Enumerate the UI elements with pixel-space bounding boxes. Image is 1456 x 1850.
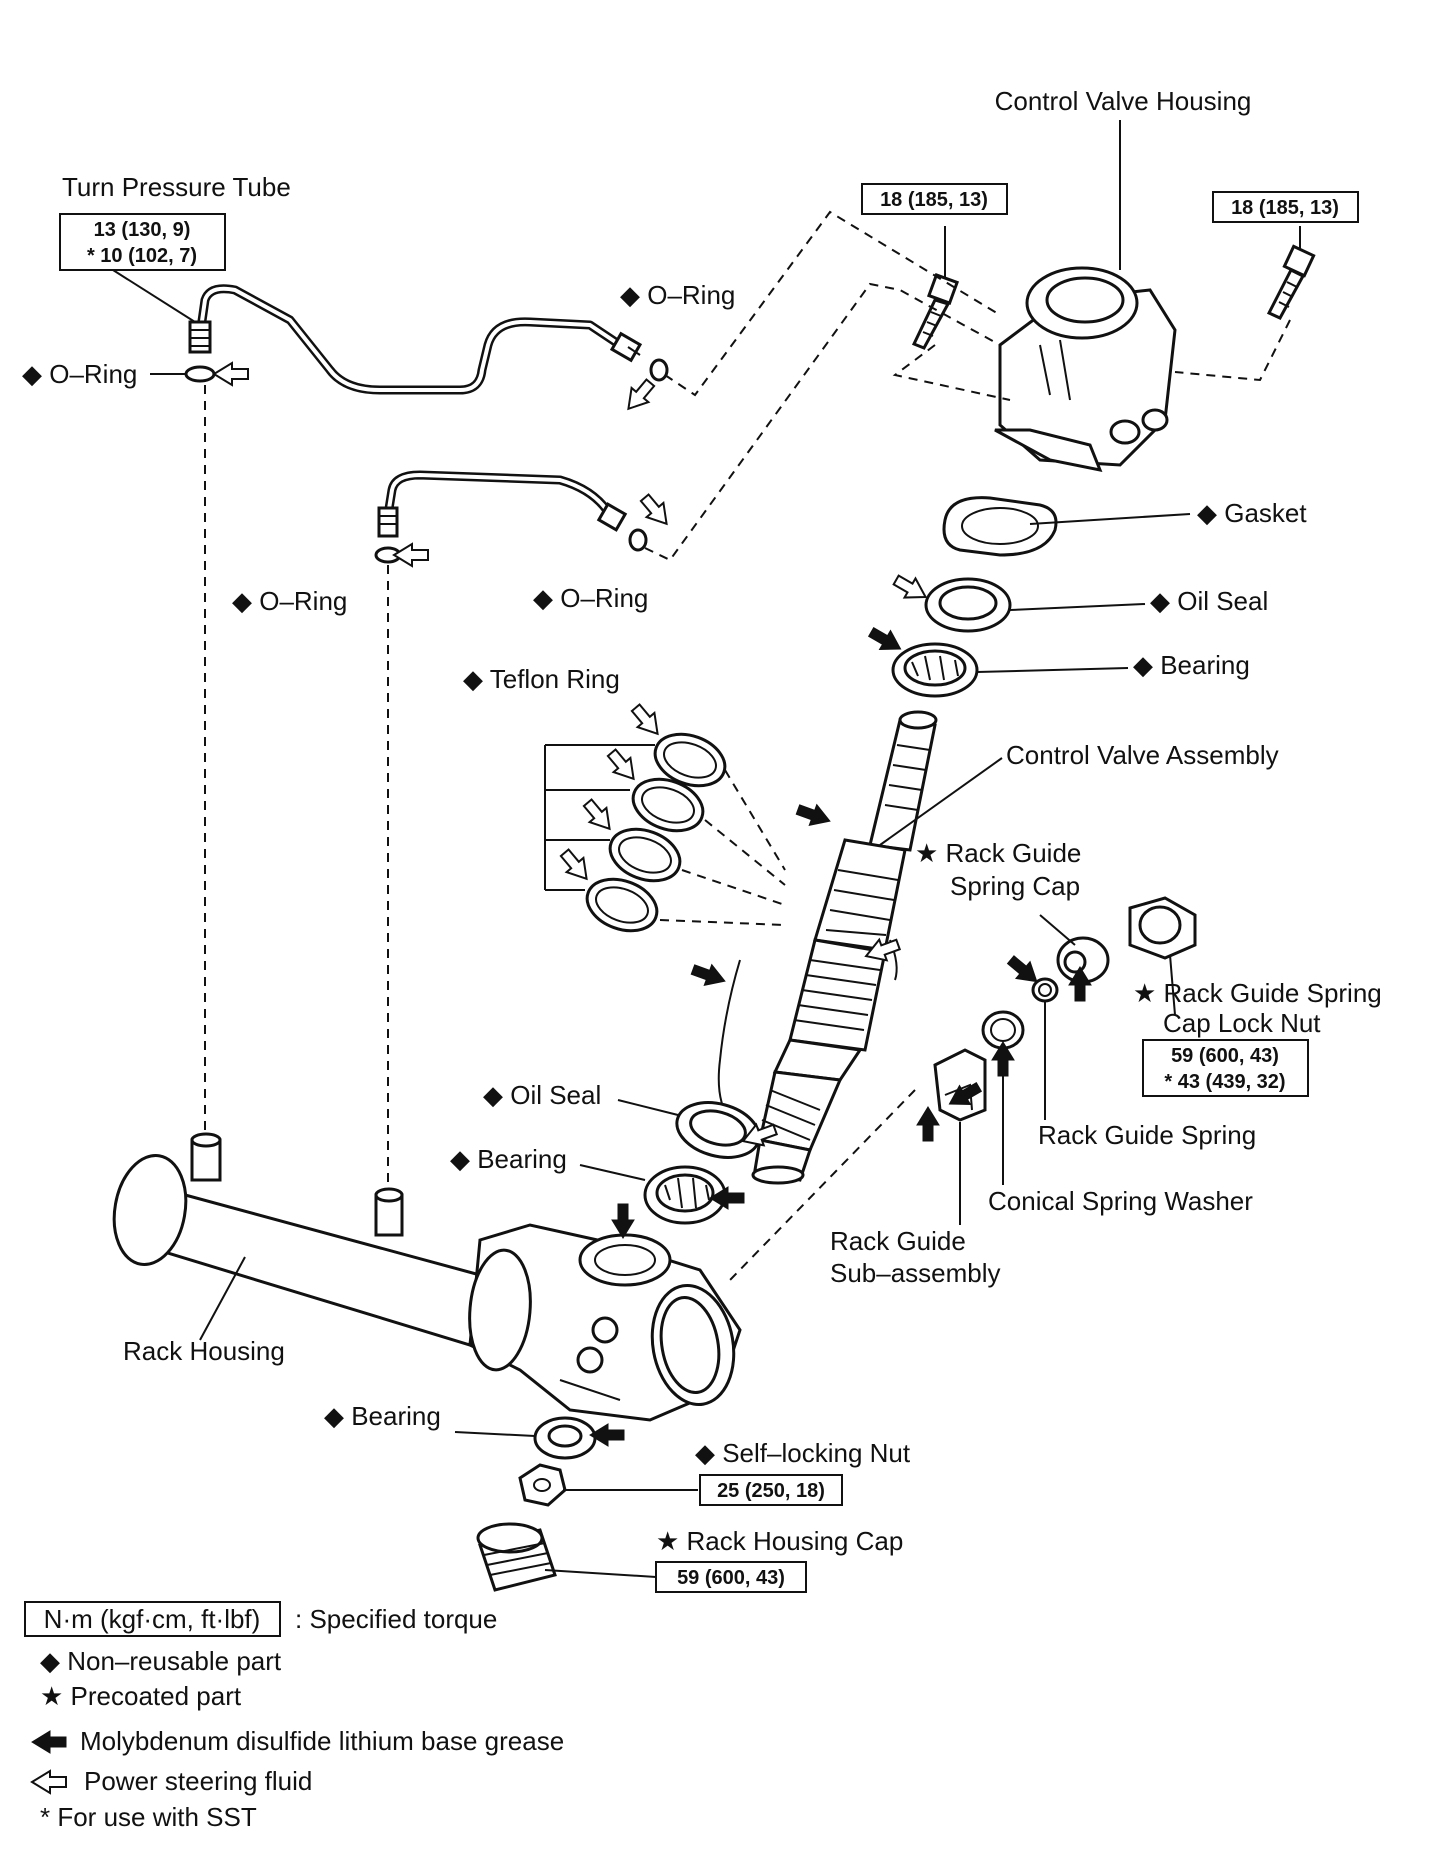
teflon-rings xyxy=(585,732,727,933)
control-valve-housing xyxy=(994,266,1177,473)
torque-lock-nut-2: * 43 (439, 32) xyxy=(1164,1071,1285,1093)
bearing-upper xyxy=(891,642,979,698)
legend-torque-box xyxy=(24,1601,281,1637)
gasket xyxy=(942,496,1058,557)
label-control-valve-assembly: Control Valve Assembly xyxy=(1006,740,1279,770)
label-oil-seal-upper: ◆ Oil Seal xyxy=(1150,586,1268,616)
label-control-valve-housing: Control Valve Housing xyxy=(995,86,1252,116)
legend-torque-unit: N·m (kgf·cm, ft·lbf) xyxy=(44,1604,261,1634)
legend-filled-arrow-icon xyxy=(31,1730,67,1754)
label-bearing-upper: ◆ Bearing xyxy=(1133,650,1250,680)
rack-guide-spring-cap-lock-nut xyxy=(1128,896,1197,960)
label-self-locking-nut: ◆ Self–locking Nut xyxy=(695,1438,911,1468)
turn-pressure-tube xyxy=(188,284,643,395)
torque-box-rack-housing-cap xyxy=(655,1561,807,1593)
bearing-lower xyxy=(533,1416,597,1460)
bearing-mid xyxy=(643,1165,727,1225)
torque-turn-tube-2: * 10 (102, 7) xyxy=(87,245,197,267)
oil-seal-lower xyxy=(675,1101,761,1159)
o-ring-left xyxy=(184,365,216,383)
oil-seal-upper xyxy=(924,577,1012,633)
o-ring-mid xyxy=(628,528,648,552)
torque-box-cv-bolt-right xyxy=(1212,191,1359,223)
o-ring-upper xyxy=(649,358,669,382)
torque-cv-bolt-right: 18 (185, 13) xyxy=(1231,197,1339,219)
label-turn-pressure-tube: Turn Pressure Tube xyxy=(62,172,291,202)
torque-rack-housing-cap: 59 (600, 43) xyxy=(677,1567,785,1589)
rack-housing-cap xyxy=(476,1522,557,1592)
label-o-ring-mid-left: ◆ O–Ring xyxy=(232,586,347,616)
label-bearing-lower: ◆ Bearing xyxy=(324,1401,441,1431)
label-rack-housing-cap: ★ Rack Housing Cap xyxy=(656,1526,903,1556)
lower-pressure-tube xyxy=(377,470,628,538)
label-oil-seal-lower: ◆ Oil Seal xyxy=(483,1080,601,1110)
rack-guide-subassembly xyxy=(933,1048,987,1122)
label-rack-guide-spring-cap-1: ★ Rack Guide xyxy=(915,838,1081,868)
rack-housing xyxy=(112,1132,742,1422)
rack-guide-spring xyxy=(1031,977,1059,1003)
label-bearing-mid: ◆ Bearing xyxy=(450,1144,567,1174)
label-lock-nut-2: Cap Lock Nut xyxy=(1163,1008,1321,1038)
torque-cv-bolt-left: 18 (185, 13) xyxy=(880,189,988,211)
legend-hollow-arrow-icon xyxy=(31,1770,67,1794)
control-valve-assembly xyxy=(751,710,938,1185)
cv-bolt-right xyxy=(1266,244,1316,320)
torque-box-lock-nut xyxy=(1142,1039,1309,1097)
legend-torque-desc: : Specified torque xyxy=(295,1604,497,1634)
label-rack-guide-spring: Rack Guide Spring xyxy=(1038,1120,1256,1150)
label-o-ring-upper: ◆ O–Ring xyxy=(620,280,735,310)
legend-moly-grease: Molybdenum disulfide lithium base grease xyxy=(80,1726,564,1756)
torque-box-self-locking-nut xyxy=(699,1474,843,1506)
torque-box-cv-bolt-left xyxy=(861,183,1008,215)
label-rack-housing: Rack Housing xyxy=(123,1336,285,1366)
legend-ps-fluid: Power steering fluid xyxy=(84,1766,312,1796)
torque-self-locking-nut: 25 (250, 18) xyxy=(717,1480,825,1502)
legend-precoated: ★ Precoated part xyxy=(40,1681,242,1711)
cv-bolt-left xyxy=(911,272,960,350)
torque-turn-tube-1: 13 (130, 9) xyxy=(94,219,191,241)
label-conical-spring-washer: Conical Spring Washer xyxy=(988,1186,1253,1216)
torque-lock-nut-1: 59 (600, 43) xyxy=(1171,1045,1279,1067)
label-rack-guide-spring-cap-2: Spring Cap xyxy=(950,871,1080,901)
label-o-ring-left: ◆ O–Ring xyxy=(22,359,137,389)
label-rack-guide-subassembly-2: Sub–assembly xyxy=(830,1258,1001,1288)
legend-sst: * For use with SST xyxy=(40,1802,257,1832)
torque-box-turn-tube xyxy=(59,213,226,271)
label-gasket: ◆ Gasket xyxy=(1197,498,1307,528)
label-rack-guide-subassembly-1: Rack Guide xyxy=(830,1226,966,1256)
legend: N·m (kgf·cm, ft·lbf) : Specified torque … xyxy=(24,1601,564,1832)
label-teflon-ring: ◆ Teflon Ring xyxy=(463,664,620,694)
label-o-ring-mid: ◆ O–Ring xyxy=(533,583,648,613)
label-lock-nut-1: ★ Rack Guide Spring xyxy=(1133,978,1382,1008)
self-locking-nut xyxy=(518,1463,567,1507)
legend-non-reusable: ◆ Non–reusable part xyxy=(40,1646,282,1676)
